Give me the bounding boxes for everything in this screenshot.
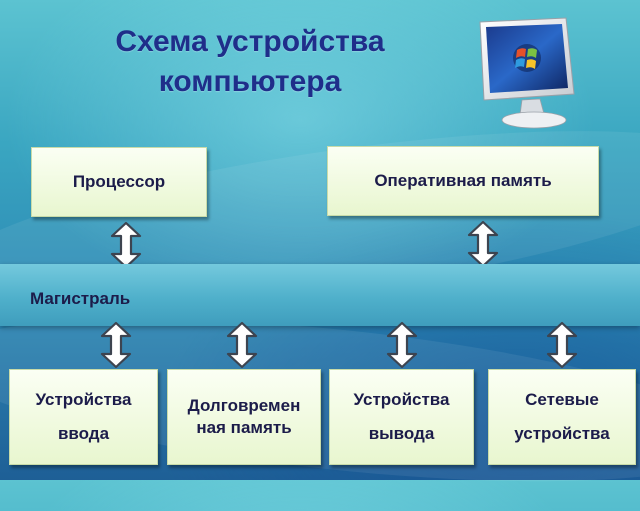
input-devices-box: Устройства ввода (9, 369, 158, 465)
network-devices-box: Сетевые устройства (488, 369, 636, 465)
arrow-processor-bus-icon (110, 221, 142, 269)
arrow-bus-output-icon (386, 321, 418, 369)
input-devices-label-line-1: Устройства (35, 390, 132, 409)
arrow-bus-storage-icon (226, 321, 258, 369)
output-devices-label-line-1: Устройства (353, 390, 450, 409)
bus-band (0, 264, 640, 326)
processor-box: Процессор (31, 147, 207, 217)
long-term-memory-label-line-1: Долговремен (187, 396, 301, 415)
bus-label: Магистраль (30, 289, 131, 308)
arrow-ram-bus-icon (467, 220, 499, 268)
processor-label: Процессор (72, 172, 166, 191)
title-line-2: компьютера (158, 65, 342, 98)
input-devices-label-line-2: ввода (57, 424, 110, 443)
monitor-icon (479, 17, 575, 129)
network-devices-label-line-2: устройства (514, 424, 610, 443)
arrow-bus-network-icon (546, 321, 578, 369)
long-term-memory-label-line-2: ная память (196, 418, 292, 437)
output-devices-box: Устройства вывода (329, 369, 474, 465)
title-line-1: Схема устройства (115, 25, 385, 58)
network-devices-label-line-1: Сетевые (525, 390, 599, 409)
ram-label: Оперативная память (374, 171, 552, 190)
output-devices-label-line-2: вывода (368, 424, 435, 443)
diagram-title: Схема устройства компьютера (60, 22, 440, 102)
long-term-memory-box: Долговремен ная память (167, 369, 321, 465)
arrow-bus-input-icon (100, 321, 132, 369)
ram-box: Оперативная память (327, 146, 599, 216)
